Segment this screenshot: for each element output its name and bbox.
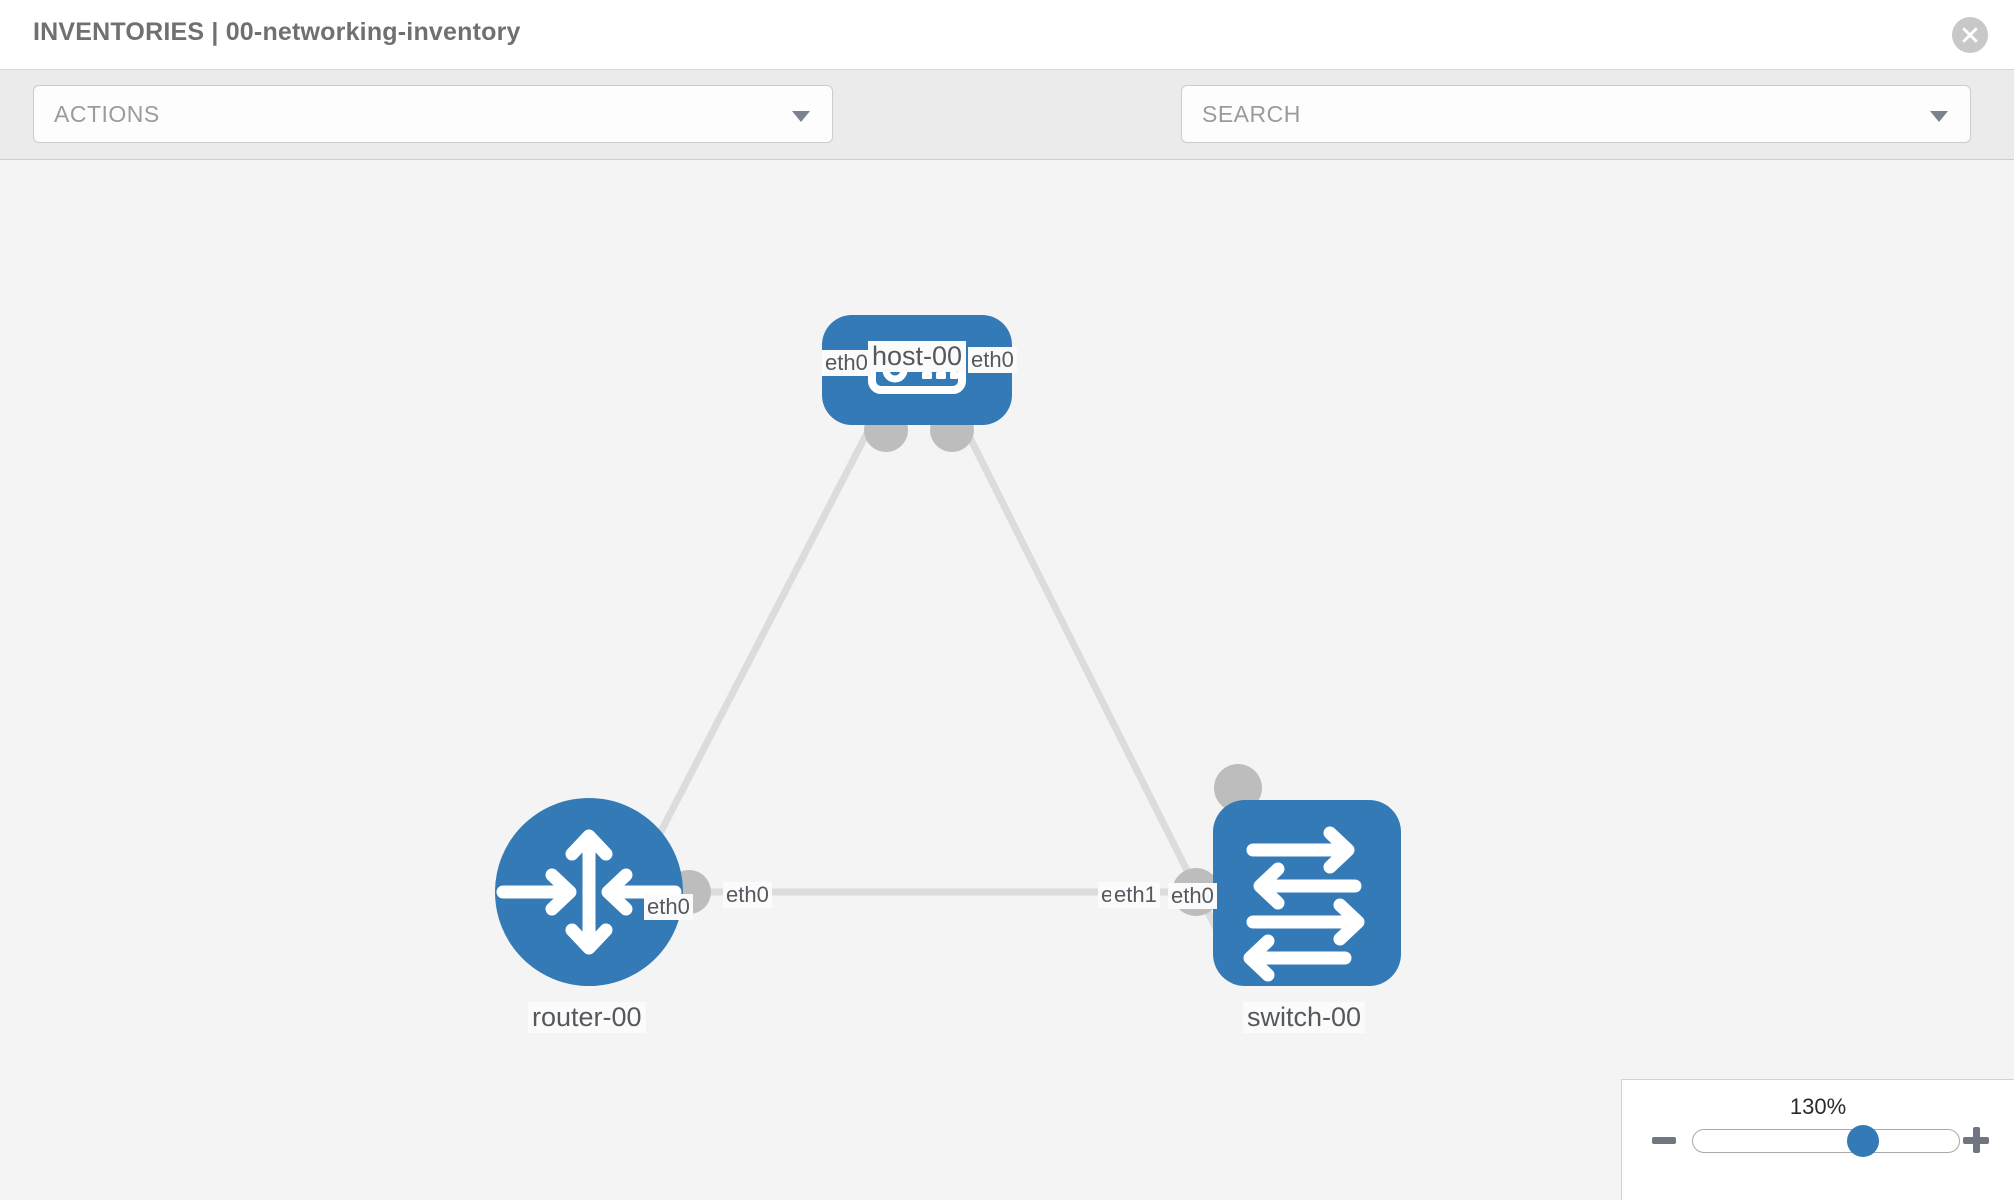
- edge-label-router-upper: eth0: [644, 894, 693, 921]
- graph-edges: [636, 406, 1240, 962]
- zoom-in-icon[interactable]: [1963, 1127, 1989, 1153]
- page-header: INVENTORIES | 00-networking-inventory: [0, 0, 2014, 70]
- node-router-00: [495, 798, 683, 986]
- actions-dropdown[interactable]: ACTIONS: [33, 85, 833, 143]
- chevron-down-icon[interactable]: [1930, 111, 1948, 122]
- edge-label-router-right: eth0: [723, 882, 772, 909]
- node-label-switch-00[interactable]: switch-00: [1243, 1002, 1366, 1034]
- close-icon[interactable]: [1952, 17, 1988, 53]
- zoom-control-panel: 130%: [1621, 1079, 2014, 1200]
- zoom-out-icon[interactable]: [1652, 1137, 1676, 1144]
- edge-label-switch-left: eth1: [1111, 882, 1160, 909]
- topology-canvas[interactable]: eth0 eth0 eth0 eth0 eth0 eth0 eth1 host-…: [0, 160, 2014, 1200]
- toolbar: ACTIONS SEARCH: [0, 70, 2014, 203]
- zoom-slider-thumb[interactable]: [1847, 1125, 1879, 1157]
- search-input[interactable]: SEARCH: [1181, 85, 1971, 143]
- edge-label-switch-upper: eth0: [1168, 883, 1217, 910]
- chevron-down-icon: [792, 111, 810, 122]
- node-label-router-00[interactable]: router-00: [528, 1002, 646, 1034]
- edge-label-host-left: eth0: [822, 350, 871, 377]
- edge-host-switch: [951, 406, 1236, 962]
- page-title: INVENTORIES | 00-networking-inventory: [33, 18, 521, 46]
- search-placeholder: SEARCH: [1202, 101, 1301, 127]
- node-router-00-hit[interactable]: [495, 798, 683, 986]
- zoom-slider-track[interactable]: [1692, 1129, 1960, 1153]
- zoom-level-value: 130%: [1789, 1094, 1847, 1119]
- edge-label-host-right: eth0: [968, 347, 1017, 374]
- node-switch-00-hit[interactable]: [1213, 800, 1401, 986]
- node-switch-00: [1213, 800, 1401, 986]
- node-label-host-00[interactable]: host-00: [868, 341, 967, 373]
- actions-dropdown-label: ACTIONS: [54, 101, 160, 127]
- edge-host-router: [636, 406, 884, 874]
